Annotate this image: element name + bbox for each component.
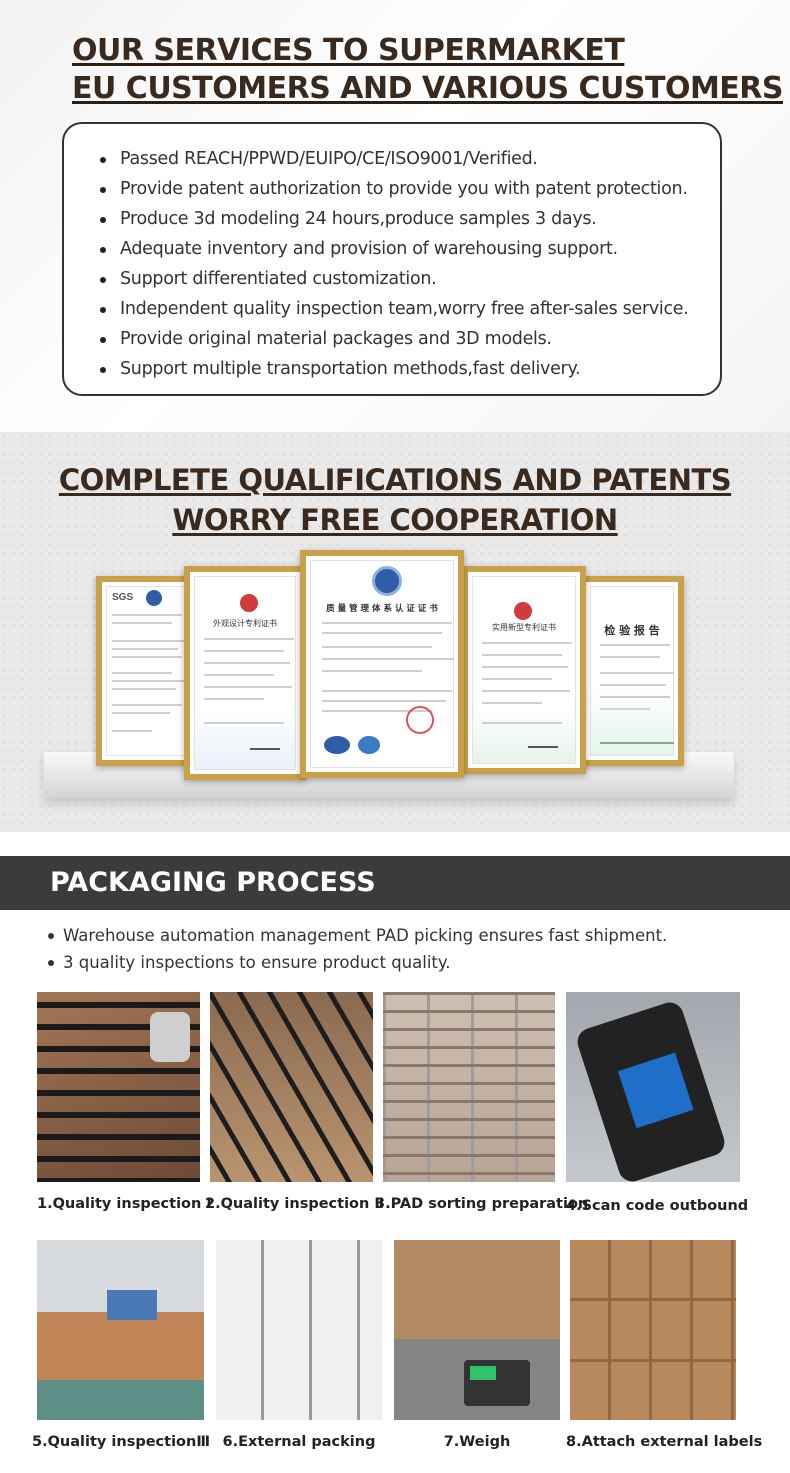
services-list: Passed REACH/PPWD/EUIPO/CE/ISO9001/Verif… [100,144,720,384]
services-item: Support differentiated customization. [100,264,720,294]
certificate-header: 检 验 报 告 [604,624,660,637]
certificate-header: SGS [112,592,134,603]
step-4-caption: 4.Scan code outbound [566,1198,749,1214]
step-6-photo [216,1240,382,1420]
step-5-caption: 5.Quality inspectionⅢ [32,1434,211,1450]
services-section: OUR SERVICES TO SUPERMARKET EU CUSTOMERS… [0,0,790,432]
step-7-caption: 7.Weigh [443,1434,511,1450]
packaging-points: Warehouse automation management PAD pick… [48,922,667,976]
patent-logo-icon [240,594,258,612]
step-1-photo [37,992,200,1182]
step-3-photo [383,992,555,1182]
red-stamp-icon [406,706,434,734]
certificate-sgs-report: SGS [96,576,196,766]
services-item: Produce 3d modeling 24 hours,produce sam… [100,204,720,234]
step-6-caption: 6.External packing [222,1434,376,1450]
step-8-caption: 8.Attach external labels [566,1434,763,1450]
step-7-photo [394,1240,560,1420]
certification-seal-icon [372,566,402,596]
services-title-line2: EU CUSTOMERS AND VARIOUS CUSTOMERS [72,71,784,106]
qualifications-section: COMPLETE QUALIFICATIONS AND PATENTS WORR… [0,432,790,832]
step-8-photo [570,1240,736,1420]
certificate-header: 实用新型专利证书 [492,623,556,632]
services-item: Independent quality inspection team,worr… [100,294,720,324]
services-list-box: Passed REACH/PPWD/EUIPO/CE/ISO9001/Verif… [62,122,722,396]
services-item: Passed REACH/PPWD/EUIPO/CE/ISO9001/Verif… [100,144,720,174]
services-title-line1: OUR SERVICES TO SUPERMARKET [72,33,625,68]
certificate-design-patent: 外观设计专利证书 [184,566,306,780]
iaf-logo-icon [324,736,350,754]
step-2-photo [210,992,373,1182]
step-5-photo [37,1240,204,1420]
sgs-logo-icon [146,590,162,606]
packaging-title-bar: PACKAGING PROCESS [0,856,790,910]
step-1-caption: 1.Quality inspection Ⅰ [37,1196,212,1212]
services-item: Support multiple transportation methods,… [100,354,720,384]
packaging-section: PACKAGING PROCESS Warehouse automation m… [0,832,790,1473]
packaging-point: 3 quality inspections to ensure product … [48,949,667,976]
packaging-point: Warehouse automation management PAD pick… [48,922,667,949]
certificate-utility-patent: 实用新型专利证书 [462,566,586,774]
services-title: OUR SERVICES TO SUPERMARKET EU CUSTOMERS… [72,32,784,108]
certificate-quality-management: 质 量 管 理 体 系 认 证 证 书 [300,550,464,778]
qualifications-title: COMPLETE QUALIFICATIONS AND PATENTS WORR… [0,460,790,540]
packaging-title: PACKAGING PROCESS [50,867,376,898]
qualifications-title-line2: WORRY FREE COOPERATION [172,503,618,537]
qualifications-title-line1: COMPLETE QUALIFICATIONS AND PATENTS [58,463,732,497]
services-item: Adequate inventory and provision of ware… [100,234,720,264]
certificate-test-report: 检 验 报 告 [580,576,684,766]
patent-logo-icon [514,602,532,620]
services-item: Provide original material packages and 3… [100,324,720,354]
step-3-caption: 3.PAD sorting preparation [375,1196,589,1212]
step-4-photo [566,992,740,1182]
services-item: Provide patent authorization to provide … [100,174,720,204]
certificate-header: 外观设计专利证书 [213,619,277,628]
certificate-header: 质 量 管 理 体 系 认 证 证 书 [326,604,438,614]
step-2-caption: 2.Quality inspection Ⅱ [205,1196,384,1212]
cnas-logo-icon [358,736,380,754]
